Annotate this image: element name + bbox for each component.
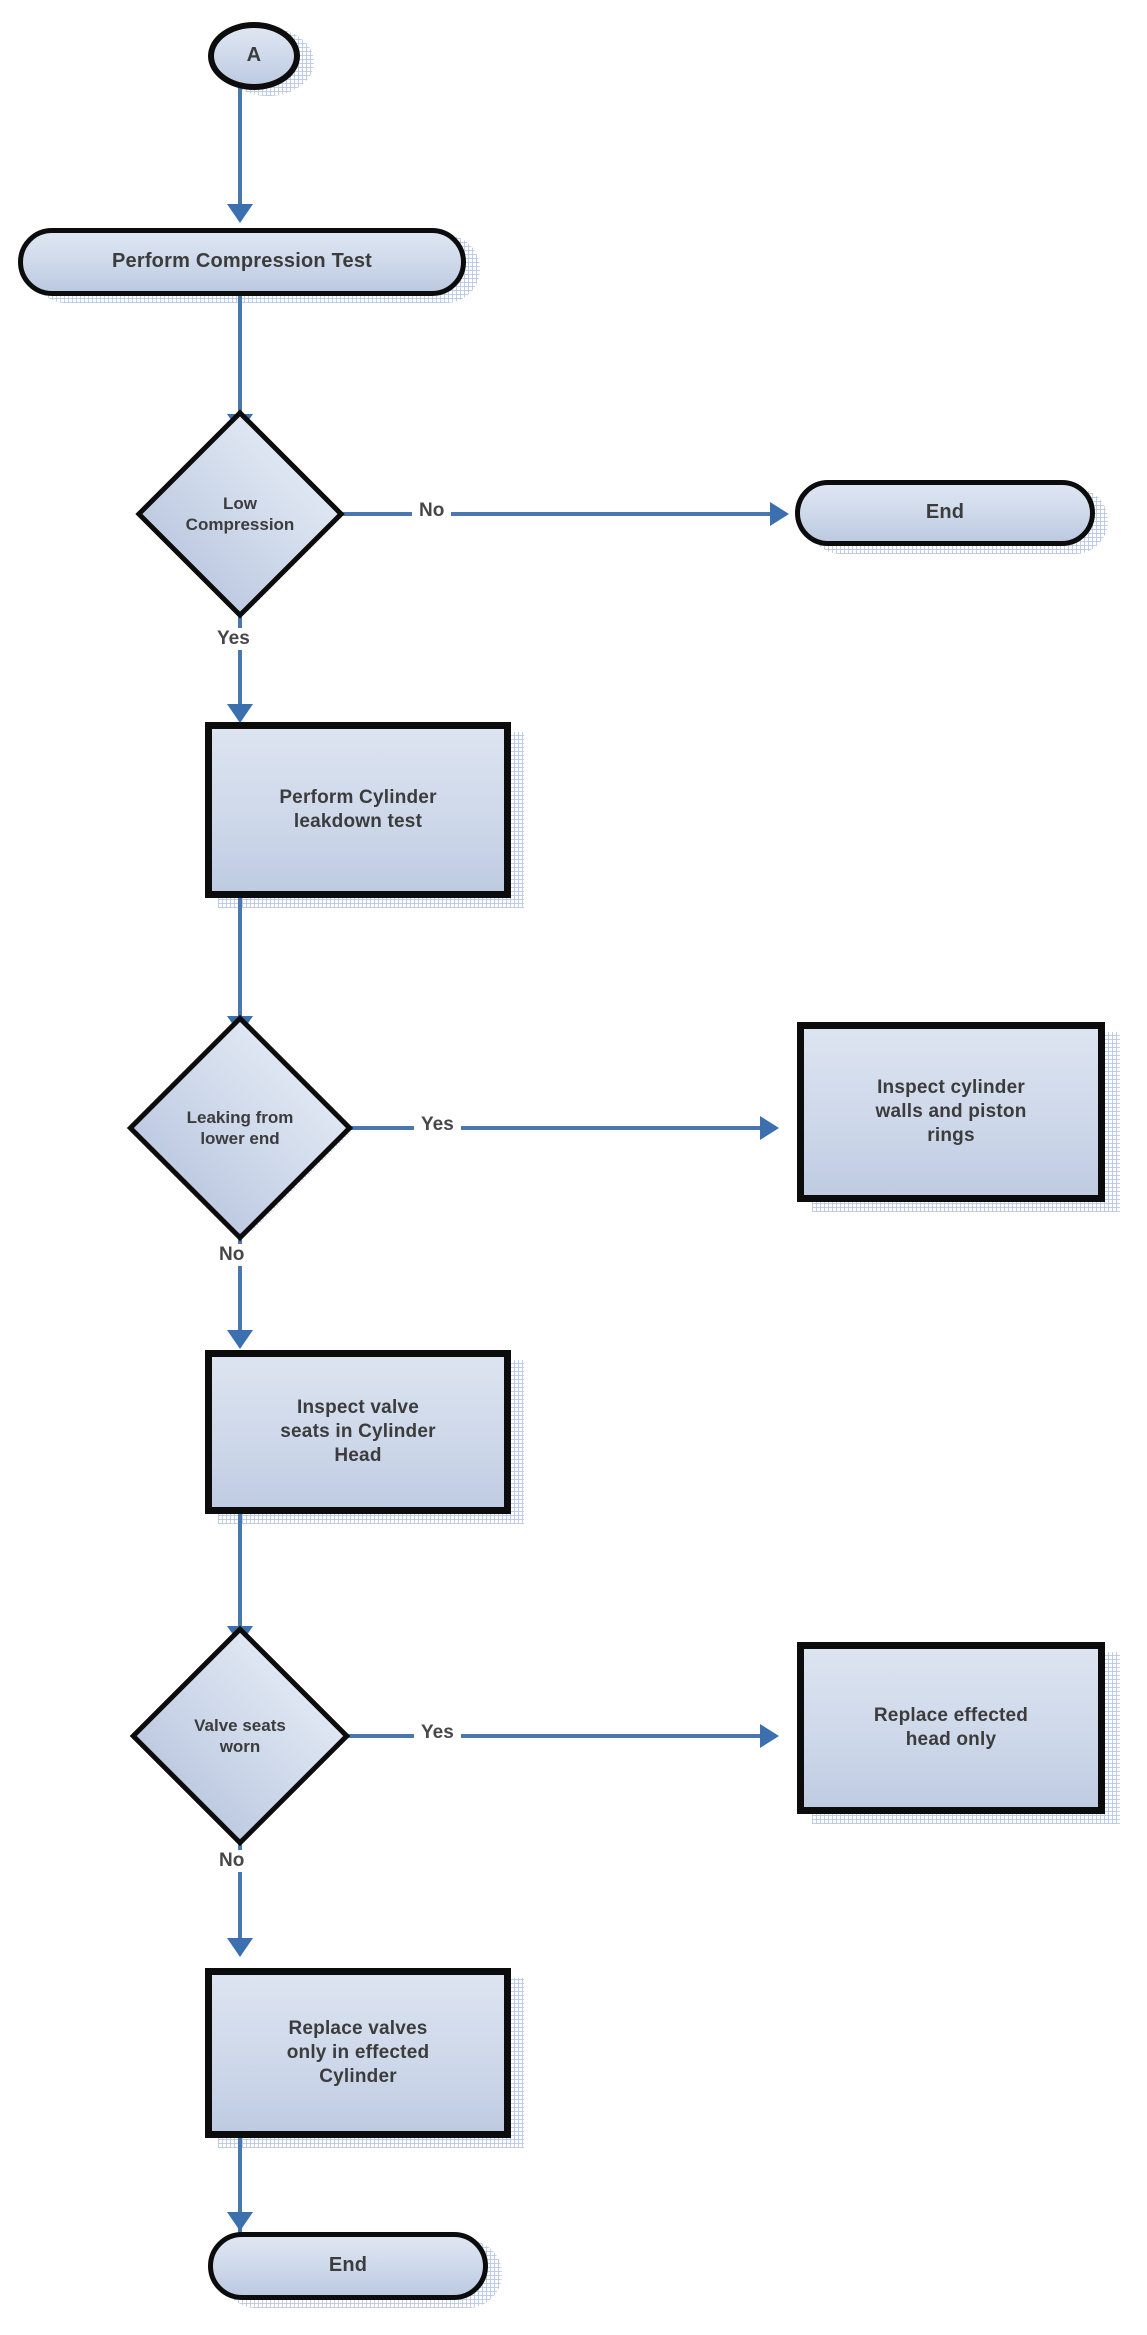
node-end-bottom[interactable]: End bbox=[208, 2232, 488, 2300]
decision-valve-seats-worn-text: Valve seats worn bbox=[162, 1658, 318, 1814]
edge-label-leaking-yes: Yes bbox=[414, 1114, 461, 1136]
edge-seatsworn-no-arrowhead bbox=[227, 1938, 253, 1957]
decision-low-compression-line1: Low bbox=[222, 493, 257, 513]
edge-replacevalves-to-end bbox=[238, 2138, 242, 2238]
node-perform-compression-test[interactable]: Perform Compression Test bbox=[18, 228, 466, 296]
edge-label-seatsworn-yes: Yes bbox=[414, 1722, 461, 1744]
edge-seatsworn-yes bbox=[318, 1734, 760, 1738]
edge-leaking-no-arrowhead bbox=[227, 1330, 253, 1349]
edge-replacevalves-to-end-arrowhead bbox=[227, 2212, 253, 2231]
decision-leaking-from-lower-end[interactable]: Leaking from lower end bbox=[126, 1014, 354, 1242]
edge-a-to-compression-arrowhead bbox=[227, 204, 253, 223]
connector-a-label: A bbox=[246, 44, 262, 67]
decision-leaking-line2: lower end bbox=[200, 1129, 280, 1148]
decision-seatsworn-line2: worn bbox=[219, 1737, 261, 1756]
node-end-right[interactable]: End bbox=[795, 480, 1095, 546]
edge-compression-to-lowcomp bbox=[238, 296, 242, 418]
connector-a[interactable]: A bbox=[208, 22, 300, 90]
edge-lowcomp-no bbox=[314, 512, 770, 516]
node-perform-compression-test-label: Perform Compression Test bbox=[111, 250, 373, 273]
edge-label-leaking-no: No bbox=[212, 1244, 252, 1266]
edge-label-lowcomp-yes: Yes bbox=[210, 628, 257, 650]
edge-seatsworn-yes-arrowhead bbox=[760, 1724, 779, 1748]
decision-seatsworn-line1: Valve seats bbox=[194, 1715, 286, 1735]
node-end-bottom-label: End bbox=[328, 2254, 368, 2277]
decision-low-compression-text: Low Compression bbox=[166, 440, 314, 588]
edge-leakdown-to-leaking bbox=[238, 898, 242, 1020]
edge-inspectseats-to-seatsworn bbox=[238, 1514, 242, 1630]
node-end-right-label: End bbox=[925, 501, 965, 524]
decision-low-compression[interactable]: Low Compression bbox=[135, 409, 345, 619]
edge-lowcomp-yes-arrowhead bbox=[227, 704, 253, 723]
edge-leaking-yes-arrowhead bbox=[760, 1116, 779, 1140]
decision-leaking-line1: Leaking from bbox=[186, 1107, 294, 1127]
edge-leaking-yes bbox=[320, 1126, 760, 1130]
edge-lowcomp-no-arrowhead bbox=[770, 502, 789, 526]
edge-label-lowcomp-no: No bbox=[412, 500, 452, 522]
decision-leaking-from-lower-end-text: Leaking from lower end bbox=[160, 1048, 320, 1208]
edge-label-seatsworn-no: No bbox=[212, 1850, 252, 1872]
edge-leaking-no bbox=[238, 1208, 242, 1334]
edge-a-to-compression bbox=[238, 86, 242, 206]
decision-low-compression-line2: Compression bbox=[185, 515, 295, 534]
decision-valve-seats-worn[interactable]: Valve seats worn bbox=[129, 1625, 351, 1847]
edge-seatsworn-no bbox=[238, 1814, 242, 1942]
